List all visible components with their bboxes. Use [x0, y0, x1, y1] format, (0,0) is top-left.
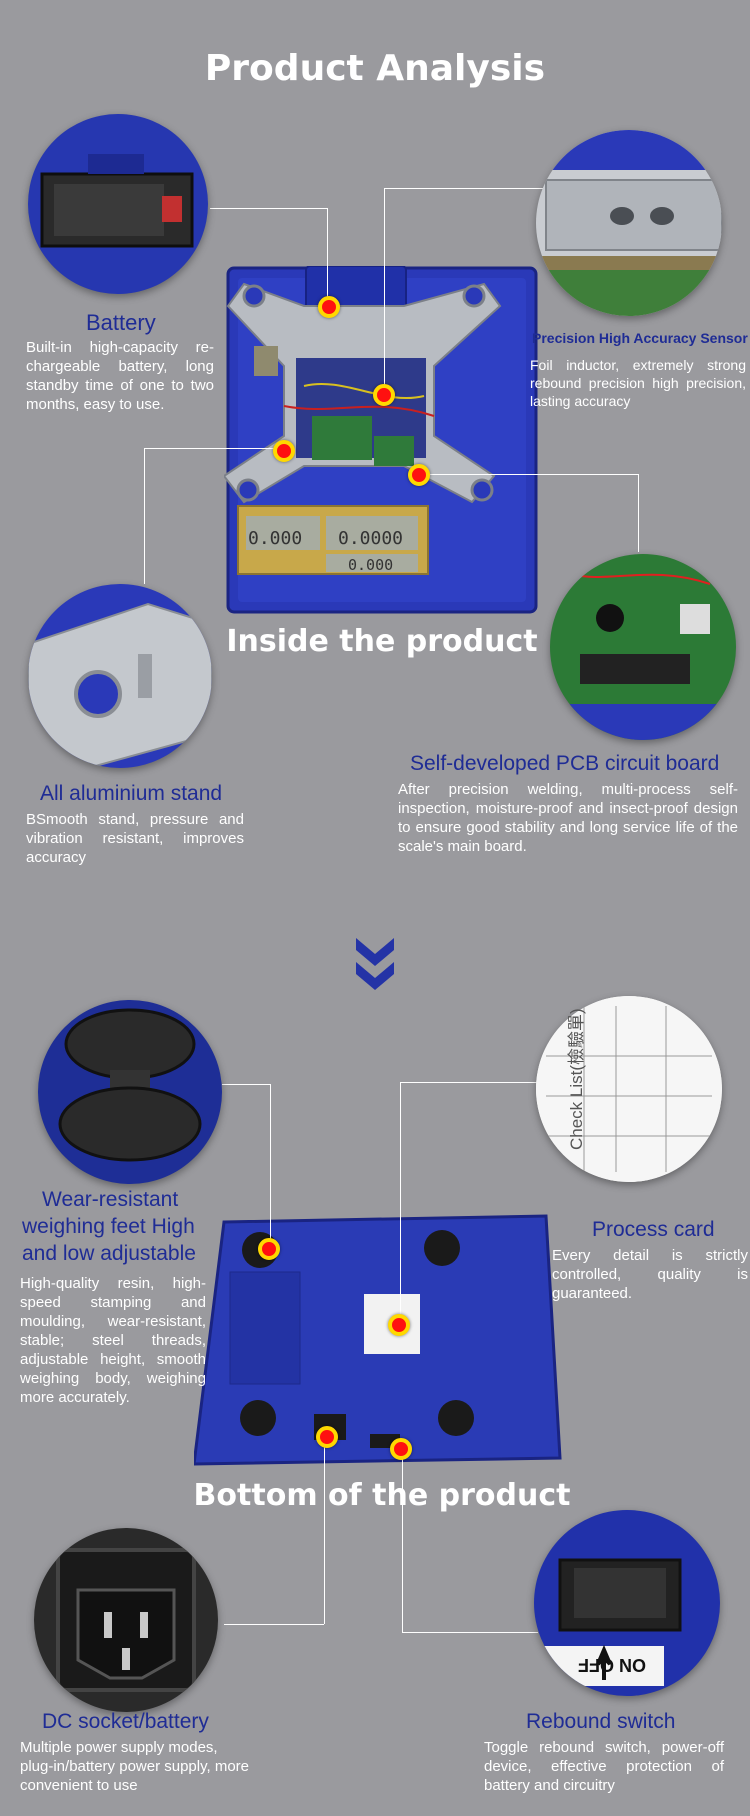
battery-desc: Built-in high-capacity re-chargeable bat… [26, 339, 214, 413]
feet-desc: High-quality resin, high-speed stamping … [20, 1275, 206, 1406]
socket-detail-image [34, 1528, 218, 1712]
battery-title: Battery [86, 310, 156, 335]
marker-socket [316, 1426, 338, 1448]
connector-battery-h [210, 208, 328, 209]
pcb-title: Self-developed PCB circuit board [410, 752, 720, 775]
marker-switch [390, 1438, 412, 1460]
stand-desc: BSmooth stand, pressure and vibration re… [26, 811, 244, 866]
connector-switch-h [402, 1632, 538, 1633]
switch-detail-image [534, 1510, 720, 1696]
lcd-digits-right: 0.0000 [338, 528, 404, 549]
feet-title-line-2: weighing feet High [22, 1215, 195, 1238]
connector-battery-v [327, 208, 328, 304]
page-title: Product Analysis [204, 48, 546, 89]
feet-detail-image [38, 1000, 222, 1184]
lcd-digits-left: 0.000 [248, 528, 303, 549]
card-detail-image [536, 996, 722, 1182]
switch-title: Rebound switch [526, 1710, 676, 1733]
connector-socket-v [324, 1434, 325, 1624]
sensor-title: Precision High Accuracy Sensor [532, 330, 748, 346]
card-desc: Every detail is strictly controlled, qua… [552, 1247, 748, 1302]
socket-title: DC socket/battery [42, 1710, 209, 1733]
stand-title: All aluminium stand [40, 782, 223, 805]
marker-feet [258, 1238, 280, 1260]
pcb-detail-image [550, 554, 736, 740]
marker-sensor [373, 384, 395, 406]
feet-title-line-1: Wear-resistant [42, 1188, 179, 1211]
connector-pcb-h [418, 474, 638, 475]
connector-sensor-v [384, 188, 385, 392]
inside-heading: Inside the product [226, 624, 538, 659]
connector-card-h [400, 1082, 540, 1083]
chevron-down-icon [354, 936, 396, 994]
card-title: Process card [592, 1218, 715, 1241]
switch-desc: Toggle rebound switch, power-off device,… [484, 1739, 724, 1794]
marker-card [388, 1314, 410, 1336]
marker-pcb [408, 464, 430, 486]
marker-stand [273, 440, 295, 462]
battery-detail-image [28, 114, 208, 294]
bottom-heading: Bottom of the product [193, 1478, 571, 1513]
connector-pcb-v [638, 474, 639, 552]
connector-feet-v [270, 1084, 271, 1252]
connector-feet-h [222, 1084, 270, 1085]
feet-title-line-3: and low adjustable [22, 1242, 196, 1265]
connector-switch-v [402, 1446, 403, 1632]
lcd-digits-small: 0.000 [348, 556, 394, 574]
scale-interior-image [222, 265, 540, 614]
connector-socket-h [224, 1624, 324, 1625]
sensor-desc: Foil inductor, extremely strong rebound … [530, 357, 746, 409]
socket-desc: Multiple power supply modes, plug-in/bat… [20, 1739, 249, 1794]
marker-battery [318, 296, 340, 318]
scale-bottom-image [192, 1212, 564, 1468]
checklist-title: Check List(檢驗單) [567, 1008, 586, 1150]
pcb-desc: After precision welding, multi-process s… [398, 781, 738, 855]
connector-stand-v [144, 448, 145, 584]
connector-card-v [400, 1082, 401, 1324]
switch-label: ON OFF [578, 1655, 646, 1675]
connector-sensor-h [384, 188, 544, 189]
sensor-detail-image [536, 130, 722, 316]
connector-stand-h [144, 448, 282, 449]
stand-detail-image [28, 584, 212, 768]
